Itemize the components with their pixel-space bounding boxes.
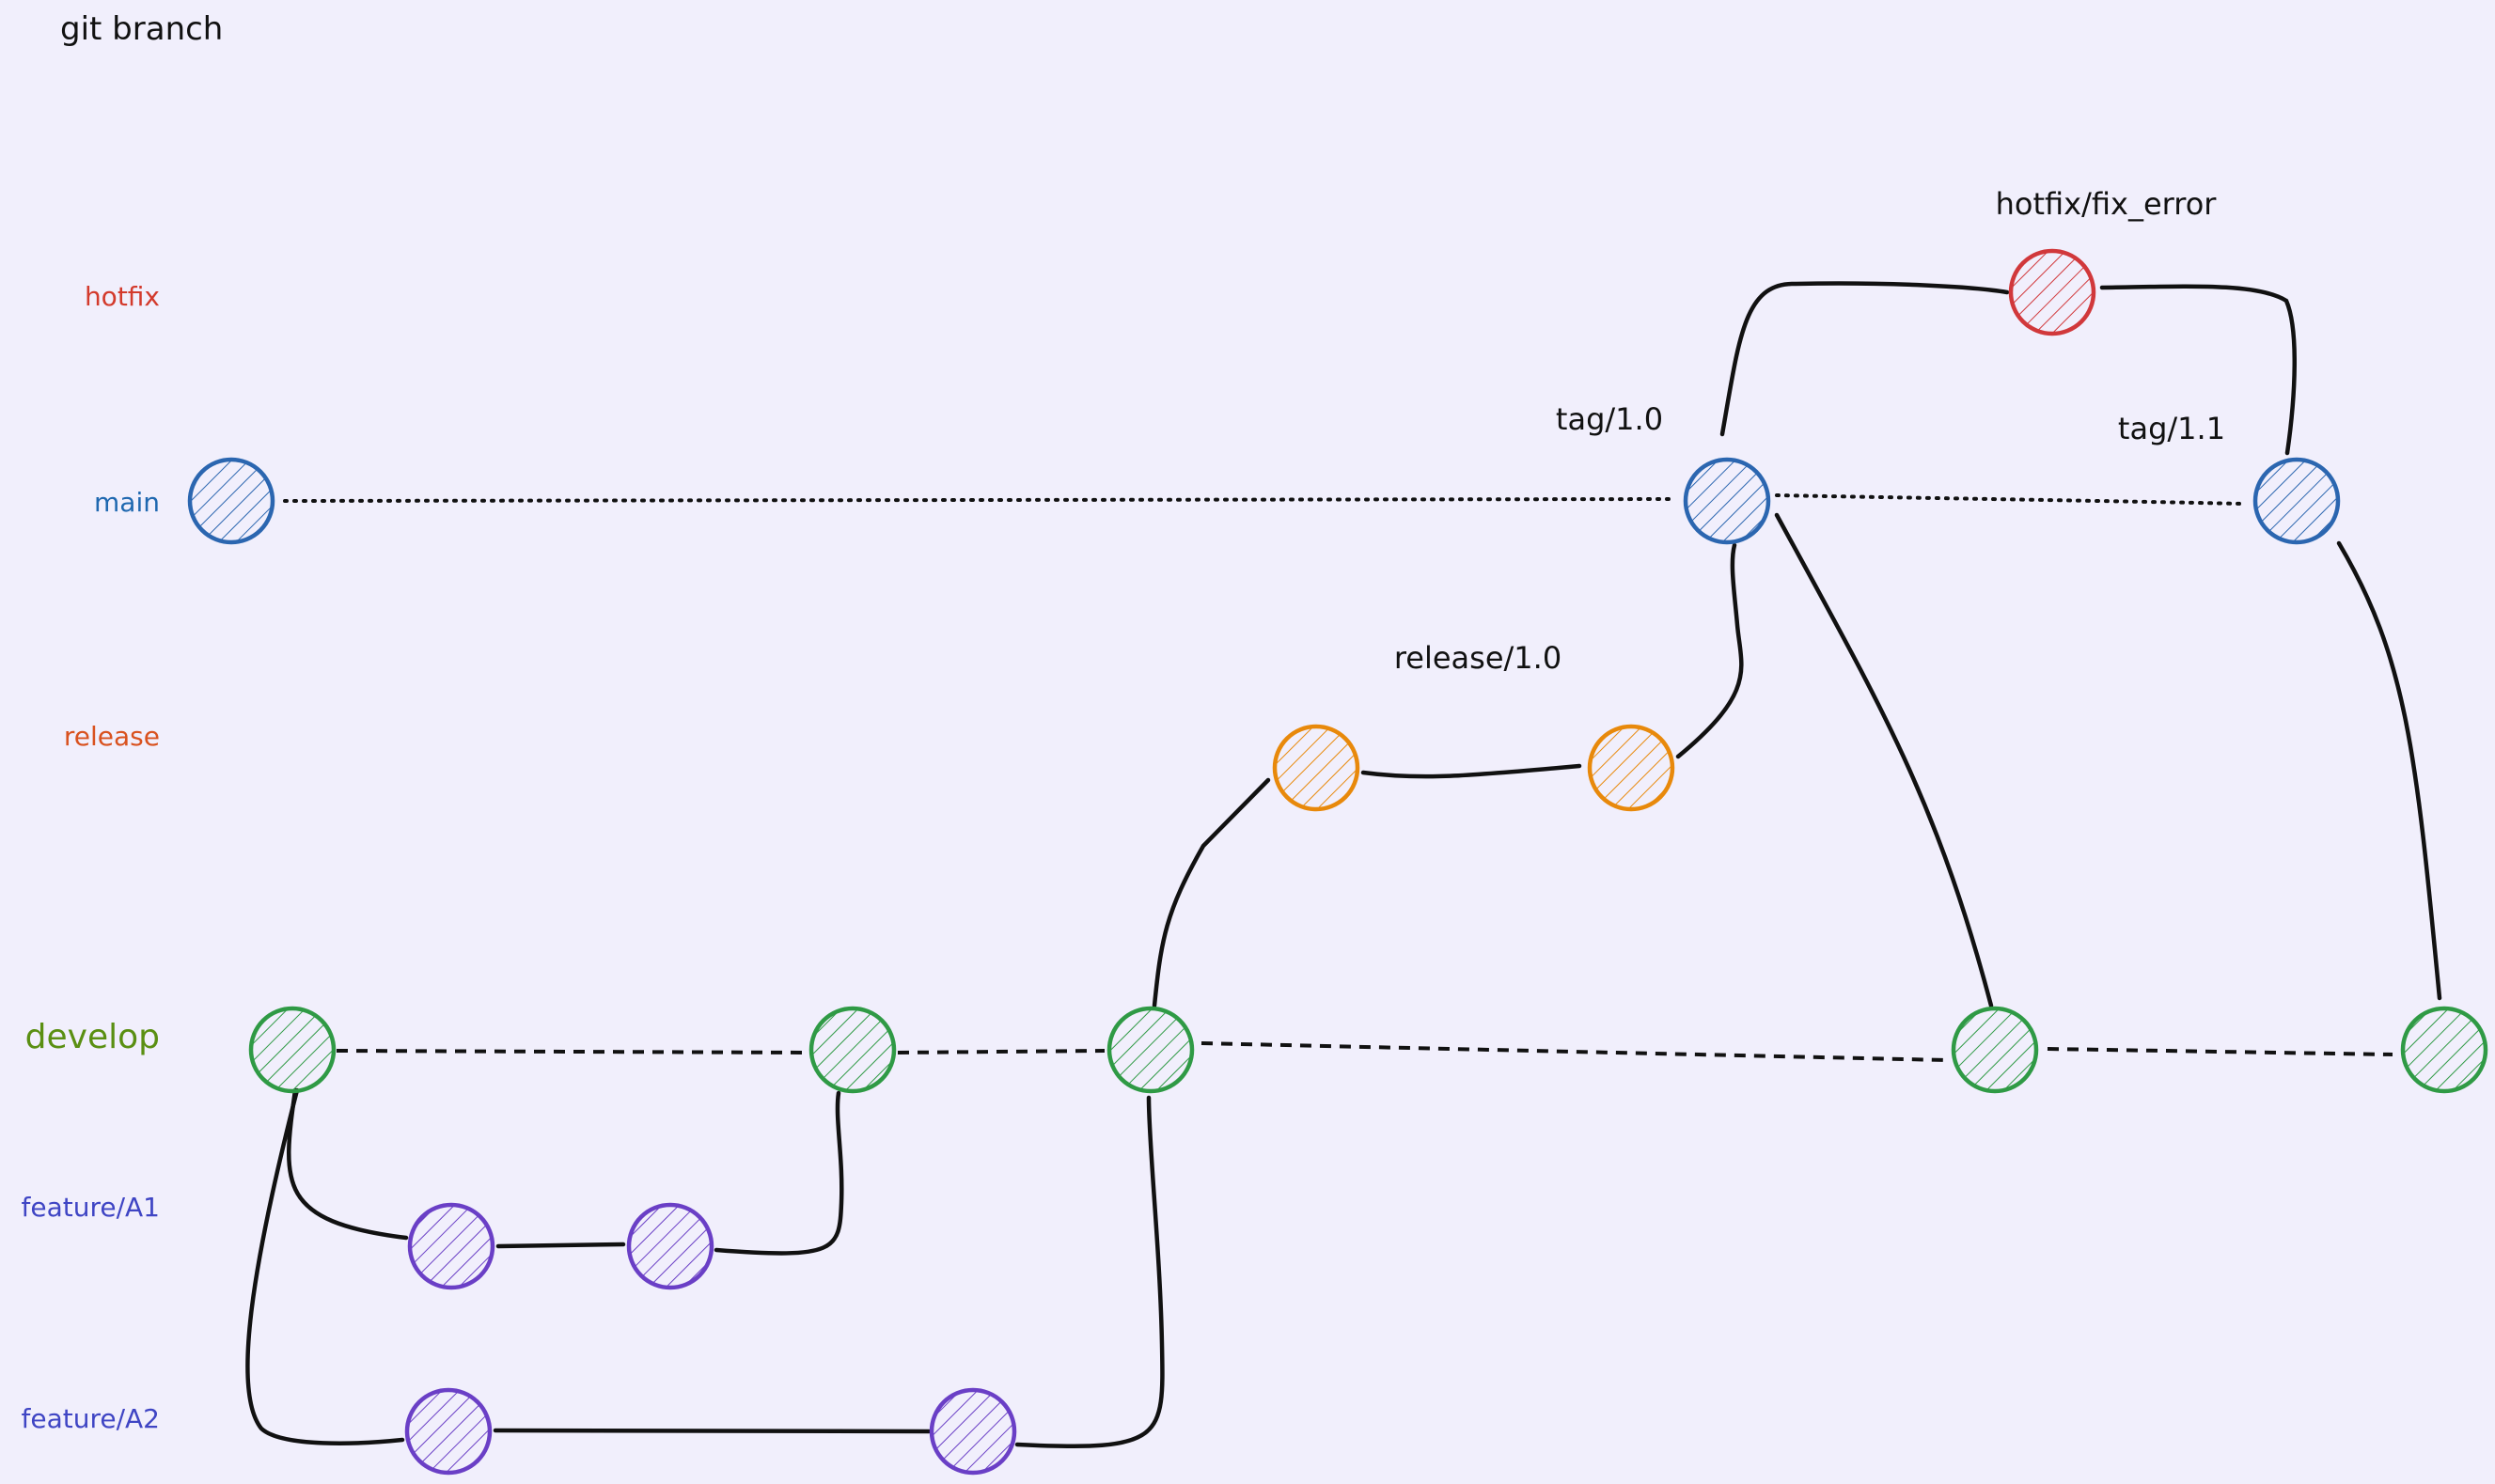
lane-label-develop: develop <box>25 1018 160 1056</box>
commits-layer <box>187 248 2488 1476</box>
connection-d1-a2a <box>245 1087 405 1445</box>
lane-label-feature-a2: feature/A2 <box>22 1403 161 1434</box>
connection-d1-a1a <box>287 1087 409 1241</box>
connection-d3-d4 <box>1200 1041 1947 1062</box>
connection-m2-h1 <box>1719 281 2010 437</box>
commit-feature-a1-1[interactable] <box>407 1202 495 1290</box>
connections-layer <box>245 281 2442 1449</box>
connection-r1-r2 <box>1360 763 1582 779</box>
commit-develop-1[interactable] <box>248 1006 337 1094</box>
connection-a2a-a2b <box>493 1428 932 1434</box>
commit-main-tag-1-1[interactable] <box>2252 457 2341 545</box>
commit-hotfix-fix-error[interactable] <box>2008 248 2096 336</box>
connection-m3-d5 <box>2336 540 2442 1001</box>
commit-main-tag-1-0[interactable] <box>1683 457 1771 545</box>
connection-d1-d2 <box>336 1049 809 1054</box>
annotation-tag-1-0: tag/1.0 <box>1556 401 1663 437</box>
connection-a2b-d3 <box>1014 1095 1165 1449</box>
connection-r2-m2 <box>1675 542 1744 759</box>
commit-release-1[interactable] <box>1272 724 1360 812</box>
connection-m1-m2 <box>283 497 1675 503</box>
commit-main-1[interactable] <box>187 457 275 545</box>
annotation-hotfix-fix-error: hotfix/fix_error <box>1996 186 2218 222</box>
commit-feature-a2-2[interactable] <box>929 1387 1017 1476</box>
commit-develop-3[interactable] <box>1106 1006 1195 1094</box>
connection-a1b-d2 <box>714 1090 844 1256</box>
commit-feature-a1-2[interactable] <box>626 1202 714 1290</box>
annotation-tag-1-1: tag/1.1 <box>2118 411 2225 446</box>
connection-d4-d5 <box>2047 1047 2393 1056</box>
annotation-release-1-0: release/1.0 <box>1394 640 1561 676</box>
lane-label-hotfix: hotfix <box>85 281 160 312</box>
commit-release-2[interactable] <box>1587 724 1675 812</box>
connection-d3-r1 <box>1152 777 1271 1008</box>
commit-feature-a2-1[interactable] <box>404 1387 493 1476</box>
diagram-title: git branch <box>60 10 223 48</box>
commit-develop-5[interactable] <box>2400 1006 2488 1094</box>
connection-m2-d4 <box>1774 512 1994 1008</box>
connection-d2-d3 <box>897 1049 1106 1054</box>
connection-m2-m3 <box>1775 493 2244 506</box>
lane-label-release: release <box>64 721 160 752</box>
commit-develop-2[interactable] <box>808 1006 897 1094</box>
lane-label-main: main <box>94 487 160 518</box>
commit-develop-4[interactable] <box>1951 1006 2039 1094</box>
lane-label-feature-a1: feature/A1 <box>22 1192 161 1223</box>
connection-h1-m3 <box>2099 284 2298 456</box>
connection-a1a-a1b <box>495 1242 626 1249</box>
